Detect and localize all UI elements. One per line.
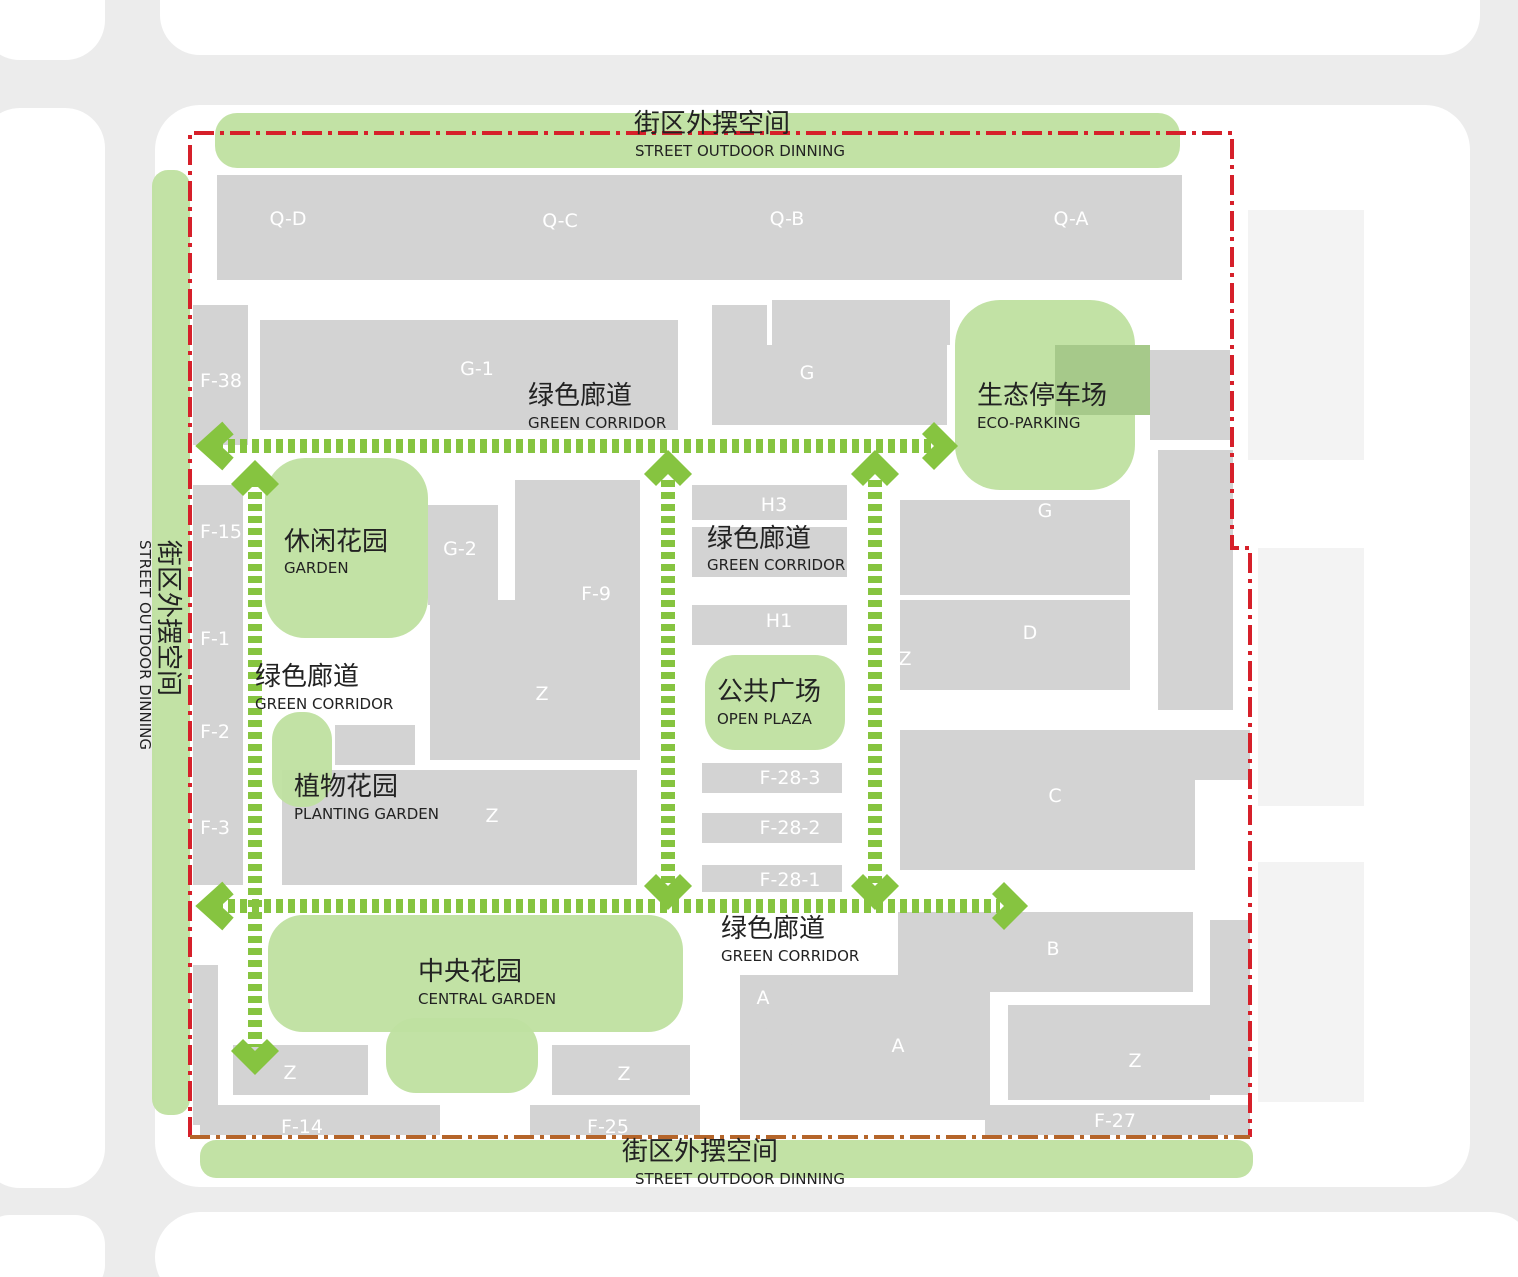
building-labels: Q-D Q-C Q-B Q-A F-38 G-1 G F-15 F-1 F-2 … bbox=[200, 208, 1142, 1138]
open-plaza-zone bbox=[705, 655, 845, 750]
green-zones bbox=[152, 113, 1253, 1178]
building-label-g: G bbox=[1038, 500, 1053, 522]
building-label-f-9: F-9 bbox=[581, 583, 611, 605]
building-label-f-27: F-27 bbox=[1094, 1110, 1136, 1132]
corridor-west-label-cn: 绿色廊道 bbox=[255, 662, 359, 692]
building-label-a: A bbox=[757, 987, 770, 1009]
garden-label-cn: 休闲花园 bbox=[284, 527, 388, 557]
building-label-z: Z bbox=[535, 683, 548, 705]
corridor-center-path bbox=[661, 478, 675, 883]
building-label-q-c: Q-C bbox=[542, 210, 578, 232]
building-label-f-2: F-2 bbox=[200, 721, 230, 743]
eco-parking-label-cn: 生态停车场 bbox=[977, 381, 1107, 411]
building-label-f-28-2: F-28-2 bbox=[760, 817, 821, 839]
street-west-label-en: STREET OUTDOOR DINNING bbox=[136, 540, 154, 750]
building-label-f-3: F-3 bbox=[200, 817, 230, 839]
arrow-up-icon bbox=[850, 449, 900, 487]
garden-zone bbox=[265, 458, 428, 638]
building-label-f-38: F-38 bbox=[200, 370, 242, 392]
building-label-z: Z bbox=[1128, 1050, 1141, 1072]
corridor-middle-label-cn: 绿色廊道 bbox=[707, 524, 811, 554]
street-south-label-cn: 街区外摆空间 bbox=[622, 1137, 778, 1167]
corridor-north-label-cn: 绿色廊道 bbox=[528, 381, 632, 411]
building-label-f-14: F-14 bbox=[281, 1116, 323, 1138]
eco-parking-label-en: ECO-PARKING bbox=[977, 414, 1080, 432]
building-label-g-2: G-2 bbox=[443, 538, 477, 560]
corridor-west-path bbox=[248, 482, 262, 1047]
arrow-down-icon bbox=[850, 873, 900, 911]
building-label-h1: H1 bbox=[766, 610, 792, 632]
building-label-g: G bbox=[800, 362, 815, 384]
street-north-zone bbox=[215, 113, 1180, 168]
building-label-z: Z bbox=[617, 1063, 630, 1085]
corridor-north-label-en: GREEN CORRIDOR bbox=[528, 414, 666, 432]
building-label-f-28-3: F-28-3 bbox=[760, 767, 821, 789]
corridor-middle-label-en: GREEN CORRIDOR bbox=[707, 556, 845, 574]
arrow-down-icon bbox=[230, 1038, 280, 1076]
central-garden-annex-zone bbox=[386, 1018, 538, 1093]
central-garden-label-en: CENTRAL GARDEN bbox=[418, 990, 556, 1008]
building-label-z: Z bbox=[485, 805, 498, 827]
building-label-f-1: F-1 bbox=[200, 628, 230, 650]
open-plaza-label-cn: 公共广场 bbox=[717, 677, 821, 707]
building-label-h3: H3 bbox=[761, 494, 787, 516]
building-label-z: Z bbox=[898, 648, 911, 670]
building-label-c: C bbox=[1048, 785, 1061, 807]
building-label-d: D bbox=[1023, 622, 1038, 644]
corridor-south-label-en: GREEN CORRIDOR bbox=[721, 947, 859, 965]
arrow-right-icon bbox=[991, 881, 1029, 931]
building-label-q-b: Q-B bbox=[770, 208, 805, 230]
street-north-label-en: STREET OUTDOOR DINNING bbox=[635, 142, 845, 160]
building-label-f-28-1: F-28-1 bbox=[760, 869, 821, 891]
building-label-f-25: F-25 bbox=[587, 1116, 629, 1138]
building-label-a: A bbox=[892, 1035, 905, 1057]
corridor-north-path bbox=[215, 439, 935, 453]
planting-garden-zone bbox=[272, 712, 332, 807]
building-label-q-d: Q-D bbox=[270, 208, 307, 230]
arrow-right-icon bbox=[921, 421, 959, 471]
arrow-down-icon bbox=[643, 873, 693, 911]
corridor-south-path bbox=[215, 899, 1000, 913]
planting-garden-label-en: PLANTING GARDEN bbox=[294, 805, 439, 823]
garden-label-en: GARDEN bbox=[284, 559, 349, 577]
buildings bbox=[193, 175, 1250, 1135]
corridor-east-path bbox=[868, 478, 882, 883]
building-label-f-15: F-15 bbox=[200, 521, 242, 543]
arrow-up-icon bbox=[643, 449, 693, 487]
central-garden-label-cn: 中央花园 bbox=[418, 957, 522, 987]
street-north-label-cn: 街区外摆空间 bbox=[634, 109, 790, 139]
building-label-z: Z bbox=[283, 1062, 296, 1084]
planting-garden-label-cn: 植物花园 bbox=[294, 772, 398, 802]
zone-labels: 街区外摆空间 STREET OUTDOOR DINNING 街区外摆空间 STR… bbox=[136, 109, 1107, 1188]
green-corridors bbox=[195, 421, 1029, 1076]
central-garden-zone bbox=[268, 915, 683, 1032]
building-label-b: B bbox=[1046, 938, 1059, 960]
building-label-g-1: G-1 bbox=[460, 358, 494, 380]
street-south-label-en: STREET OUTDOOR DINNING bbox=[635, 1170, 845, 1188]
corridor-south-label-cn: 绿色廊道 bbox=[721, 914, 825, 944]
arrow-left-icon bbox=[195, 421, 234, 471]
corridor-west-label-en: GREEN CORRIDOR bbox=[255, 695, 393, 713]
building-label-q-a: Q-A bbox=[1054, 208, 1089, 230]
open-plaza-label-en: OPEN PLAZA bbox=[717, 710, 813, 728]
site-boundary bbox=[188, 131, 1252, 1137]
arrow-left-icon bbox=[195, 881, 234, 931]
street-west-zone bbox=[152, 170, 190, 1115]
street-south-zone bbox=[200, 1140, 1253, 1178]
street-west-label-cn: 街区外摆空间 bbox=[153, 540, 183, 696]
arrow-up-icon bbox=[230, 459, 280, 497]
